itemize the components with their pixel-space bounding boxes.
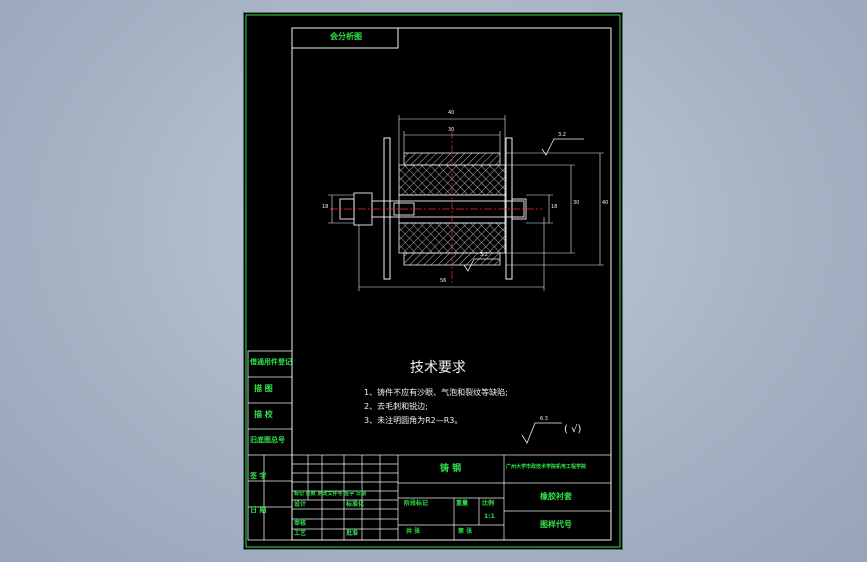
left-col-3: 描 校 <box>254 410 273 419</box>
outer-frame <box>245 14 621 548</box>
cad-drawing <box>245 14 621 548</box>
title-block-grid <box>291 454 612 541</box>
tb-design: 设计 <box>294 501 307 508</box>
tb-part-name: 橡胶衬套 <box>540 492 572 501</box>
title-box-frame <box>291 27 399 49</box>
tech-req-heading: 技术要求 <box>410 360 466 376</box>
tb-drawing-no: 图样代号 <box>540 520 572 529</box>
left-col-2: 描 图 <box>254 384 273 393</box>
tech-req-item-1: 1、铸件不应有沙眼、气泡和裂纹等缺陷; <box>364 388 508 397</box>
roughness-symbols <box>463 138 584 444</box>
dim-bottom-56: 56 <box>440 278 447 284</box>
roughness-sym-label: 6.3 <box>540 416 548 422</box>
dim-left-18: 18 <box>322 204 329 210</box>
tb-process: 工艺 <box>294 530 307 537</box>
centre-lines <box>330 131 542 283</box>
tb-approve: 批准 <box>346 530 359 537</box>
left-col-5: 签 字 <box>250 472 267 480</box>
tb-company: 广州大学市政技术学院机电工程学院 <box>506 464 587 470</box>
tb-stage-label: 阶段标记 <box>404 500 429 507</box>
tb-rev-header: 标记 处数 更改文件号 签字 日期 <box>294 491 366 497</box>
dim-right-30: 30 <box>573 200 580 206</box>
tb-scale-val: 1:1 <box>484 513 495 520</box>
tb-material: 铸 钢 <box>440 464 462 474</box>
dim-right-18: 18 <box>551 204 558 210</box>
left-column-grid <box>247 350 293 541</box>
roughness-mid-label: 3.2 <box>480 252 488 258</box>
title-box-label: 会分析图 <box>330 32 362 41</box>
left-col-1: 借通用件登记 <box>250 358 292 366</box>
dimension-lines <box>328 115 604 291</box>
left-col-4: 旧底图总号 <box>250 436 285 444</box>
dim-top-40: 40 <box>448 110 455 116</box>
tb-sheets: 共 张 <box>406 528 421 535</box>
dim-right-40: 40 <box>602 200 609 206</box>
tb-scale: 比例 <box>482 500 495 507</box>
tb-std: 标准化 <box>346 501 365 508</box>
tb-weight: 重量 <box>456 500 469 507</box>
tb-check: 审核 <box>294 520 307 527</box>
roughness-paren: ( √) <box>564 424 582 435</box>
dim-top-30: 30 <box>448 127 455 133</box>
tb-sheet-no: 第 张 <box>458 528 473 535</box>
drawing-sheet: 会分析图 40 30 56 40 30 18 18 3.2 3.2 6.3 ( … <box>244 13 622 549</box>
tech-req-item-3: 3、未注明圆角为R2—R3。 <box>364 416 463 425</box>
tech-req-item-2: 2、去毛刺和锐边; <box>364 402 428 411</box>
left-col-6: 日 期 <box>250 506 267 514</box>
flange-plates <box>383 137 513 280</box>
roughness-top-label: 3.2 <box>558 132 566 138</box>
